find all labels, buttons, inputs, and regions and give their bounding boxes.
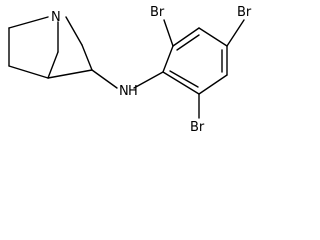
amine-hydrogen-label: H bbox=[128, 84, 138, 99]
bromine-top-left-label: Br bbox=[150, 5, 165, 20]
ring-bond-6 bbox=[162, 71, 200, 95]
molecule-diagram: N N H Br Br Br bbox=[0, 0, 279, 136]
quinuclidine-bonds bbox=[8, 16, 93, 79]
ring-double-3 bbox=[169, 70, 199, 88]
benzene-ring bbox=[162, 27, 228, 95]
bond-br-top-right bbox=[226, 19, 245, 47]
bond-c3-c4 bbox=[47, 69, 93, 79]
bond-br-top-left bbox=[163, 19, 174, 47]
ring-bond-1 bbox=[162, 45, 174, 73]
bond-inner-c4 bbox=[47, 51, 59, 79]
ring-double-1 bbox=[176, 34, 200, 51]
ring-bond-2 bbox=[172, 27, 200, 47]
ring-nitrogen-label: N bbox=[51, 10, 61, 25]
bond-nh-aryl bbox=[133, 71, 164, 89]
structure-svg: N N H Br Br Br bbox=[8, 5, 252, 135]
ring-bond-3 bbox=[198, 27, 228, 47]
bond-c-n-upper-left bbox=[8, 16, 49, 29]
amine-nitrogen-label: N bbox=[119, 84, 129, 99]
bond-n-c-right bbox=[65, 16, 83, 46]
bond-c-c3 bbox=[81, 44, 93, 71]
ring-bond-5 bbox=[198, 74, 228, 95]
bromine-top-right-label: Br bbox=[237, 5, 252, 20]
bromine-bottom-label: Br bbox=[190, 120, 205, 135]
bond-c-c-lower-left bbox=[8, 65, 49, 79]
bond-c3-nh bbox=[91, 69, 118, 89]
